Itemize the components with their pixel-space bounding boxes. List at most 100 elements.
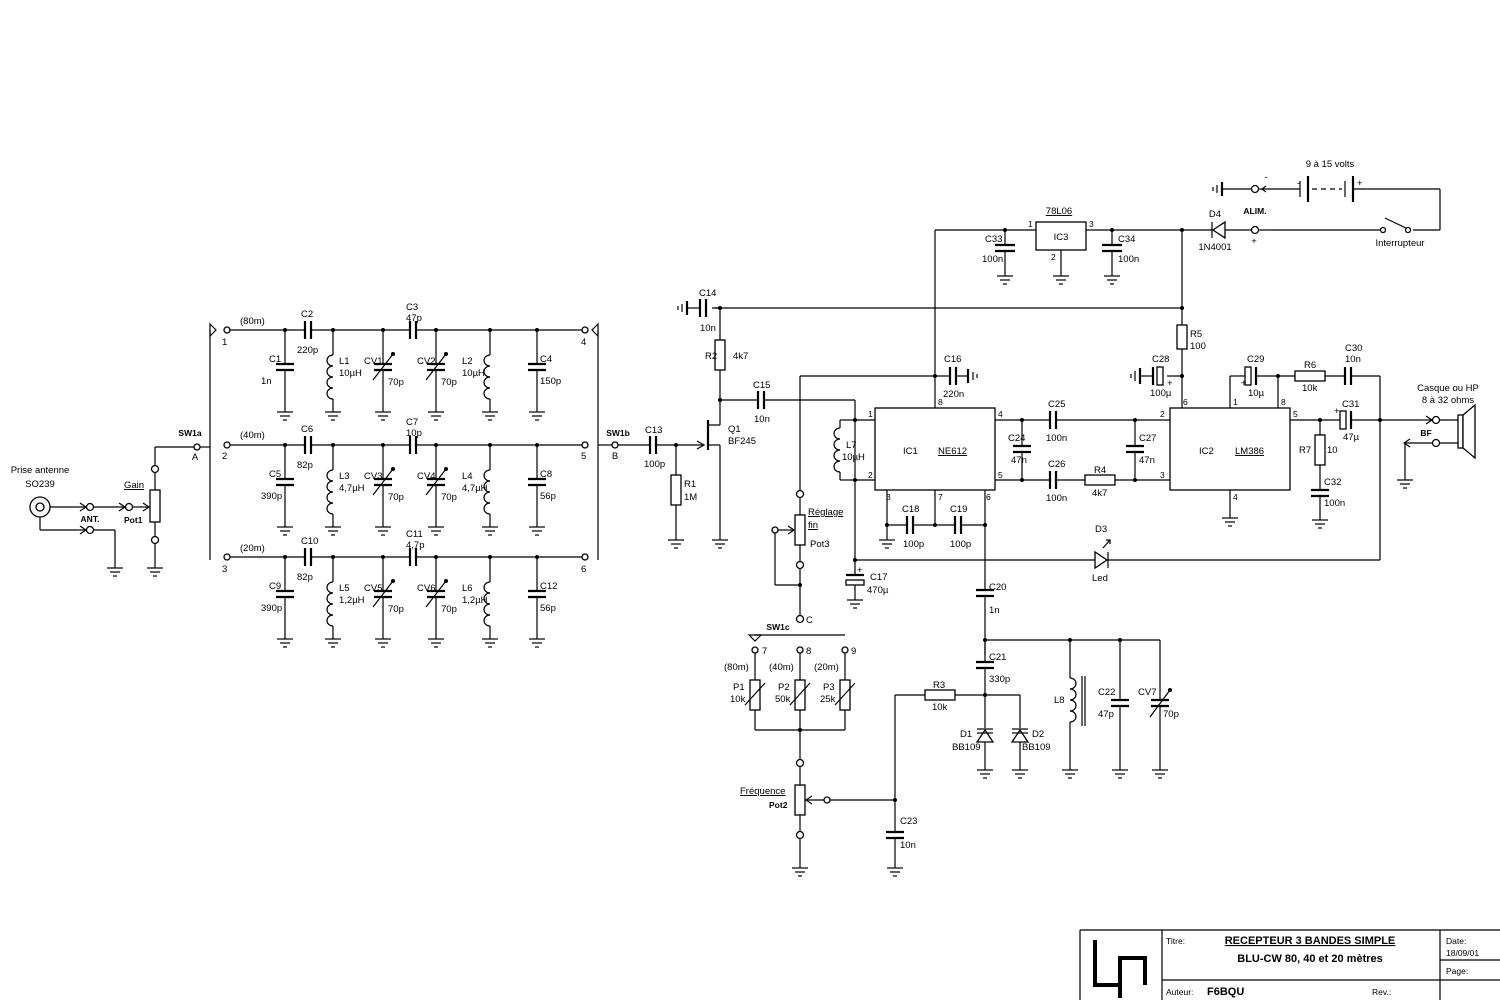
sw1a-pos: A	[192, 452, 199, 463]
r2-name: R2	[705, 351, 717, 362]
c8-name: C8	[540, 469, 552, 480]
cv6-value: 70p	[441, 604, 457, 615]
pot3-fine-tune[interactable]	[794, 514, 806, 546]
l1-name: L1	[339, 356, 350, 367]
c32-name: C32	[1324, 477, 1341, 488]
c24-value: 47n	[1011, 455, 1027, 466]
svg-text:-: -	[1264, 172, 1267, 183]
c25-name: C25	[1048, 399, 1065, 410]
pin-4: 4	[581, 337, 586, 348]
svg-text:5: 5	[998, 470, 1003, 480]
pot2-label: Pot2	[769, 800, 788, 810]
c29-name: C29	[1247, 354, 1264, 365]
switch-label: Interrupteur	[1375, 238, 1424, 249]
c29-value: 10µ	[1248, 388, 1265, 399]
p-band-20m: (20m)	[814, 662, 839, 673]
sw1c-label: SW1c	[766, 622, 789, 632]
cv3-name: CV3	[364, 471, 382, 482]
c28-name: C28	[1152, 354, 1169, 365]
c13-value: 100p	[644, 459, 665, 470]
pot2-frequency[interactable]	[794, 784, 806, 816]
p-band-80m: (80m)	[724, 662, 749, 673]
r7-value: 10	[1327, 445, 1338, 456]
p2-name: P2	[778, 682, 790, 693]
c21-name: C21	[989, 652, 1006, 663]
c5-name: C5	[269, 469, 281, 480]
ic3-regulator	[1035, 221, 1087, 251]
r1-name: R1	[684, 479, 696, 490]
c13-name: C13	[645, 425, 662, 436]
cv5-name: CV5	[364, 583, 382, 594]
l2-name: L2	[462, 356, 473, 367]
c34-value: 100n	[1118, 254, 1139, 265]
svg-text:+: +	[1241, 378, 1247, 389]
c32-value: 100n	[1324, 498, 1345, 509]
svg-text:3: 3	[1160, 470, 1165, 480]
fin-label: fin	[808, 520, 818, 531]
speaker	[1457, 414, 1464, 449]
c6-name: C6	[301, 424, 313, 435]
c10-name: C10	[301, 536, 318, 547]
c30-name: C30	[1345, 343, 1362, 354]
l4-name: L4	[462, 471, 473, 482]
c22-value: 47p	[1098, 709, 1114, 720]
cv2-name: CV2	[417, 356, 435, 367]
r4-name: R4	[1094, 465, 1106, 476]
c26-name: C26	[1048, 459, 1065, 470]
c31-name: C31	[1342, 399, 1359, 410]
supply-voltage-label: 9 à 15 volts	[1306, 159, 1355, 170]
d1-name: D1	[960, 729, 972, 740]
pin-2: 2	[222, 451, 227, 462]
gain-label: Gain	[124, 480, 144, 491]
svg-text:3: 3	[1089, 219, 1094, 229]
band-filters: 1 2 3 (80m) (40m) (20m) 4 5 6 C11nC2220p…	[209, 302, 599, 648]
band-row: C5390pC682pC710pL34,7µHL44,7µHCV370pCV47…	[230, 417, 582, 536]
frequence-label: Fréquence	[740, 786, 785, 797]
c12-name: C12	[540, 581, 557, 592]
l6-value: 1,2µH	[462, 595, 488, 606]
svg-text:8: 8	[938, 397, 943, 407]
svg-text:1: 1	[1028, 219, 1033, 229]
q1-name: Q1	[728, 424, 741, 435]
sw1b-pos: B	[612, 451, 618, 462]
c15-value: 10n	[754, 414, 770, 425]
d2-value: BB109	[1022, 742, 1051, 753]
pot1-gain[interactable]	[149, 489, 161, 523]
cv4-value: 70p	[441, 492, 457, 503]
c23-value: 10n	[900, 840, 916, 851]
svg-text:IC3: IC3	[1054, 232, 1069, 243]
band-row: C9390pC1082pC114,7pL51,2µHL61,2µHCV570pC…	[230, 529, 582, 648]
pin-1: 1	[222, 337, 227, 348]
pot3-label: Pot3	[810, 539, 830, 550]
bf-label: BF	[1420, 428, 1431, 438]
l8-name: L8	[1054, 695, 1065, 706]
band-40m: (40m)	[240, 430, 265, 441]
svg-text:1: 1	[868, 409, 873, 419]
audio-amp-lm386: IC2 LM386 2 3 6 1 8 5 4 + C29 10µ R6 10k…	[845, 343, 1479, 609]
cv1-name: CV1	[364, 356, 382, 367]
l3-name: L3	[339, 471, 350, 482]
cv6-name: CV6	[417, 583, 435, 594]
vfo-control: Réglage fin Pot3 SW1c C 7 8 9 (80m) (40m…	[724, 489, 1020, 877]
svg-text:4: 4	[998, 409, 1003, 419]
c28-value: 100µ	[1150, 388, 1172, 399]
headphone-impedance: 8 à 32 ohms	[1422, 395, 1475, 406]
vfo-tank: C21 330p D1 BB109 D2 BB109 L8 C22	[952, 638, 1179, 779]
c23-name: C23	[900, 816, 917, 827]
r5-name: R5	[1190, 329, 1202, 340]
c2-name: C2	[301, 309, 313, 320]
page-label: Page:	[1446, 966, 1468, 976]
date-value: 18/09/01	[1446, 948, 1479, 958]
c33-value: 100n	[982, 254, 1003, 265]
p3-name: P3	[823, 682, 835, 693]
headphone-title: Casque ou HP	[1417, 383, 1479, 394]
r3-name: R3	[933, 680, 945, 691]
c22-name: C22	[1098, 687, 1115, 698]
c10-value: 82p	[297, 572, 313, 583]
band-row: C11nC2220pC347pL110µHL210µHCV170pCV270pC…	[230, 302, 582, 421]
battery-minus: -	[1297, 178, 1300, 189]
cv1-value: 70p	[388, 377, 404, 388]
